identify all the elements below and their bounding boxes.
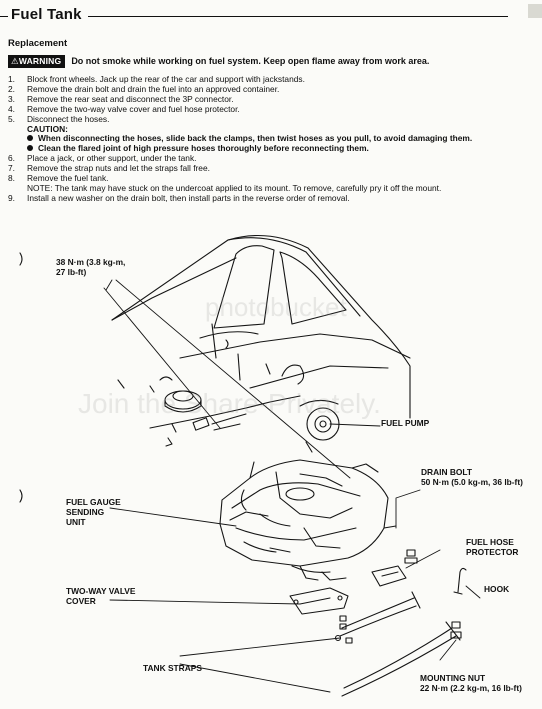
drain-bolt-torque: 50 N·m (5.0 kg-m, 36 lb-ft) xyxy=(421,476,523,487)
valve-cover-line: COVER xyxy=(66,595,96,606)
step-number: 7. xyxy=(8,163,15,174)
page-corner xyxy=(528,4,542,18)
step-item: 9. Install a new washer on the drain bolt… xyxy=(8,192,538,204)
step-note: NOTE: The tank may have stuck on the und… xyxy=(27,182,442,193)
section-title: Replacement xyxy=(8,38,68,49)
torque-label-line: 38 N·m (3.8 kg-m, xyxy=(56,257,126,267)
rear-wheel xyxy=(299,399,340,453)
fuel-gauge-line: FUEL GAUGE xyxy=(66,497,121,507)
watermark-logo: photobucket xyxy=(205,292,347,322)
step-text: Disconnect the hoses. xyxy=(27,113,110,124)
step-number: 6. xyxy=(8,153,15,164)
step-text: Remove the drain bolt and drain the fuel… xyxy=(27,83,280,94)
fuel-tank-diagram: photobucket Join the Share-Privately. 38… xyxy=(0,228,542,704)
hose-protector-label: FUEL HOSE PROTECTOR xyxy=(466,537,519,558)
torque-label-top: 38 N·m (3.8 kg-m, 27 lb-ft) xyxy=(56,257,126,278)
tank-straps-label: TANK STRAPS xyxy=(143,663,202,673)
watermark-tagline: Join the Share-Privately. xyxy=(78,388,381,419)
step-number: 4. xyxy=(8,103,15,114)
hose-protector-line: PROTECTOR xyxy=(466,546,519,557)
drain-bolt-part xyxy=(404,549,418,564)
title-rule-left xyxy=(0,16,8,17)
step-item: 3. Remove the rear seat and disconnect th… xyxy=(8,93,538,105)
margin-mark xyxy=(19,489,23,503)
mounting-nut-part xyxy=(450,621,462,639)
mounting-nut-title: MOUNTING NUT xyxy=(420,673,486,683)
step-text: Remove the rear seat and disconnect the … xyxy=(27,93,234,104)
warning-badge: ⚠WARNING xyxy=(8,55,66,68)
hose-protector-part xyxy=(371,565,407,587)
tank-strap-left xyxy=(334,591,421,642)
step-text: Remove the two-way valve cover and fuel … xyxy=(27,103,240,114)
hook-part xyxy=(453,567,467,595)
step-text: Remove the fuel tank. xyxy=(27,173,109,184)
drain-bolt-title: DRAIN BOLT xyxy=(421,467,473,477)
hook-label: HOOK xyxy=(484,584,510,594)
valve-cover-label: TWO-WAY VALVE COVER xyxy=(66,586,136,607)
step-number: 9. xyxy=(8,192,15,203)
leader-lines xyxy=(103,279,481,693)
title-rule-right xyxy=(88,16,508,17)
bullet-icon xyxy=(27,135,33,142)
strap-nuts xyxy=(339,615,353,644)
warning-row: ⚠WARNING Do not smoke while working on fu… xyxy=(8,55,429,68)
page-header: Fuel Tank xyxy=(0,4,542,30)
step-number: 3. xyxy=(8,93,15,104)
warning-icon: ⚠ xyxy=(11,56,19,66)
caution-heading: CAUTION: xyxy=(27,123,68,134)
step-text: Block front wheels. Jack up the rear of … xyxy=(27,74,305,84)
step-item: 7. Remove the strap nuts and let the stra… xyxy=(8,163,538,174)
car-body-outline xyxy=(111,234,411,429)
exploded-view-drawing xyxy=(19,234,481,697)
caution-bullet-text: When disconnecting the hoses, slide back… xyxy=(38,133,473,144)
fuel-gauge-line: UNIT xyxy=(66,516,86,527)
step-item: 5. Disconnect the hoses. xyxy=(8,113,538,125)
step-text: Remove the strap nuts and let the straps… xyxy=(27,163,210,174)
step-item: 2. Remove the drain bolt and drain the fu… xyxy=(8,83,538,95)
drain-bolt-label: DRAIN BOLT 50 N·m (5.0 kg-m, 36 lb-ft) xyxy=(421,467,523,488)
caution-bullet: When disconnecting the hoses, slide back… xyxy=(8,133,538,144)
mounting-nut-label: MOUNTING NUT 22 N·m (2.2 kg-m, 16 lb-ft) xyxy=(420,673,522,694)
valve-cover-part xyxy=(289,587,349,615)
caution-bullet-text: Clean the flared joint of high pressure … xyxy=(38,143,369,154)
bullet-icon xyxy=(27,145,33,152)
warning-text: Do not smoke while working on fuel syste… xyxy=(71,55,430,66)
step-number: 5. xyxy=(8,113,15,124)
warning-badge-label: WARNING xyxy=(18,56,62,66)
step-number: 1. xyxy=(8,74,15,84)
step-item: 6. Place a jack, or other support, under … xyxy=(8,153,538,164)
valve-cover-line: TWO-WAY VALVE xyxy=(66,586,136,596)
connector-parts xyxy=(117,363,271,447)
step-item: 4. Remove the two-way valve cover and fue… xyxy=(8,103,538,115)
procedure-steps: 1. Block front wheels. Jack up the rear o… xyxy=(8,74,538,204)
torque-label-line: 27 lb-ft) xyxy=(56,266,87,277)
fuel-tank-shape xyxy=(219,459,397,581)
tank-strap-right xyxy=(341,621,461,697)
fuel-pump-label: FUEL PUMP xyxy=(381,418,430,428)
hose-protector-line: FUEL HOSE xyxy=(466,537,514,547)
step-item: 8. Remove the fuel tank. xyxy=(8,173,538,184)
mounting-nut-torque: 22 N·m (2.2 kg-m, 16 lb-ft) xyxy=(420,682,522,693)
step-item: 1. Block front wheels. Jack up the rear o… xyxy=(8,74,538,85)
fuel-gauge-label: FUEL GAUGE SENDING UNIT xyxy=(66,497,121,527)
step-number: 8. xyxy=(8,173,15,184)
step-text: Place a jack, or other support, under th… xyxy=(27,153,197,164)
step-number: 2. xyxy=(8,83,15,94)
fuel-gauge-line: SENDING xyxy=(66,506,105,517)
page-title: Fuel Tank xyxy=(11,6,82,23)
margin-mark xyxy=(19,252,23,266)
step-text: Install a new washer on the drain bolt, … xyxy=(27,192,350,203)
caution-bullet: Clean the flared joint of high pressure … xyxy=(8,143,538,154)
